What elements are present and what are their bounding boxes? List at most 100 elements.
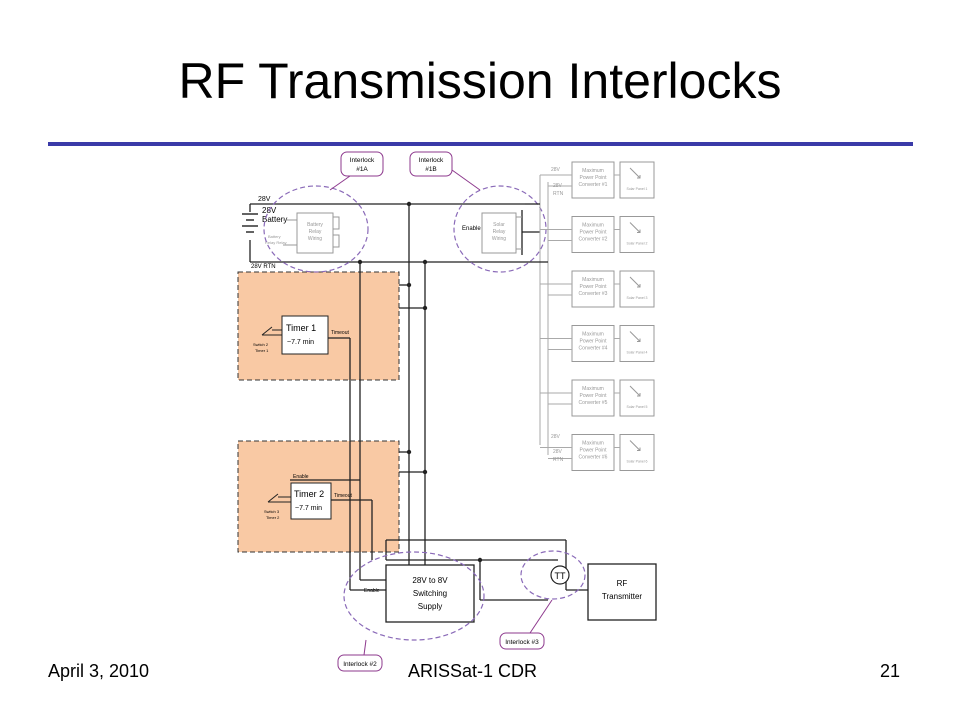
solar-panel-arrow-icon <box>629 276 641 288</box>
solar-panel-box <box>619 216 655 253</box>
solar-panel-box <box>619 379 655 417</box>
solar-panel-arrow-icon <box>629 385 641 397</box>
mppt-top-label3: RTN <box>553 191 564 197</box>
solar-panel-label: Solar Panel 2 <box>626 242 647 246</box>
battery-symbol <box>242 213 258 233</box>
slide-title: RF Transmission Interlocks <box>178 53 782 109</box>
mppt-line1: Maximum <box>582 168 604 174</box>
bus-28v-label: 28V <box>258 196 271 203</box>
solar-panel-box <box>619 270 655 308</box>
mppt-converter-box <box>571 379 615 417</box>
timer1-timeout: Timeout <box>331 330 349 336</box>
interlock-2-callout <box>337 654 383 672</box>
solar-panel-box <box>619 325 655 362</box>
solar-panel-box <box>619 434 655 471</box>
switching-supply-box <box>385 564 475 623</box>
battery-label-line2: Battery <box>262 215 287 224</box>
title-rule <box>48 142 913 146</box>
mppt-line1: Maximum <box>582 277 604 283</box>
timer1-box <box>281 315 329 355</box>
timer2-switch-line1: Switch 3 <box>264 509 280 514</box>
timer2-timeout: Timeout <box>334 493 352 499</box>
mppt-line2: Power Point <box>580 284 608 290</box>
mppt-converter-box <box>571 270 615 308</box>
mppt-line2: Power Point <box>580 393 608 399</box>
solar-relay-line2: Relay <box>493 229 506 235</box>
timer2-name: Timer 2 <box>294 489 324 499</box>
mppt-bottom-label2: 28V <box>553 449 563 455</box>
solar-relay-line1: Solar <box>493 222 505 228</box>
timer2-box <box>290 482 332 520</box>
mppt-line1: Maximum <box>582 386 604 392</box>
supply-enable: Enable <box>364 588 380 594</box>
footer-date: April 3, 2010 <box>48 661 150 681</box>
interlock-1b-line1: Interlock <box>419 157 444 164</box>
mppt-converter-box <box>571 216 615 253</box>
solar-panel-arrow-icon <box>629 440 641 451</box>
interlock-1a-callout <box>340 151 384 177</box>
footer-page-number: 21 <box>880 661 901 681</box>
solar-panel-box <box>619 161 655 199</box>
solar-enable-label: Enable <box>462 226 481 232</box>
bus-wiring <box>249 203 588 601</box>
rf-line2: Transmitter <box>602 592 642 601</box>
timer1-switch-line2: Timer 1 <box>255 348 269 353</box>
mppt-line1: Maximum <box>582 441 604 447</box>
interlock-1b-callout <box>409 151 453 177</box>
mppt-line1: Maximum <box>582 223 604 229</box>
footer-center: ARISSat-1 CDR <box>408 661 538 681</box>
timer2-time: ~7.7 min <box>295 505 322 512</box>
mppt-top-label2: 28V <box>553 183 563 189</box>
interlock-3-label: Interlock #3 <box>505 639 539 646</box>
solar-panel-arrow-icon <box>629 167 641 179</box>
timer1-name: Timer 1 <box>286 323 316 333</box>
interlock-2-circle <box>343 551 485 641</box>
rf-relay-mark: TT <box>555 571 566 581</box>
mppt-top-label1: 28V <box>551 167 561 173</box>
mppt-line2: Power Point <box>580 448 608 454</box>
rf-transmitter-box <box>587 563 657 621</box>
mppt-converter-box <box>571 434 615 471</box>
bus-28v-rtn-label: 28V RTN <box>251 264 276 270</box>
battery-relay-line3: Wiring <box>308 236 322 242</box>
interlock-3-circle <box>520 550 586 600</box>
mppt-converter-label: Converter #6 <box>579 455 608 461</box>
solar-panel-label: Solar Panel 6 <box>626 460 647 464</box>
mppt-converter-label: Converter #2 <box>579 237 608 243</box>
rf-line1: RF <box>617 579 628 588</box>
interlock-1a-line2: #1A <box>356 166 368 173</box>
timer2-switch-line2: Timer 2 <box>266 515 280 520</box>
mppt-converter-box <box>571 325 615 362</box>
battery-relay-line1: Battery <box>307 222 323 228</box>
supply-line1: 28V to 8V <box>412 576 448 585</box>
battery-relay-box <box>296 212 334 254</box>
solar-panel-label: Solar Panel 3 <box>626 296 647 300</box>
mppt-converter-box <box>571 161 615 199</box>
interlock-1a-line1: Interlock <box>350 157 375 164</box>
interlock-3-callout <box>499 632 545 650</box>
solar-panel-arrow-icon <box>629 331 641 342</box>
mppt-converter-label: Converter #3 <box>579 291 608 297</box>
mppt-converter-label: Converter #4 <box>579 346 608 352</box>
timer1-time: ~7.7 min <box>287 339 314 346</box>
timer1-switch-line1: Switch 2 <box>253 342 269 347</box>
mppt-bottom-label3: RTN <box>553 457 564 463</box>
solar-panel-label: Solar Panel 5 <box>626 405 647 409</box>
mppt-bottom-label1: 28V <box>551 434 561 440</box>
battery-side-line2: Relay Relay <box>265 240 287 245</box>
mppt-converter-label: Converter #5 <box>579 400 608 406</box>
rf-relay-symbol <box>550 565 570 585</box>
interlock-2-label: Interlock #2 <box>343 661 377 668</box>
battery-relay-line2: Relay <box>309 229 322 235</box>
solar-panel-label: Solar Panel 4 <box>626 351 647 355</box>
mppt-line2: Power Point <box>580 230 608 236</box>
mppt-line2: Power Point <box>580 175 608 181</box>
solar-panel-arrow-icon <box>629 222 641 233</box>
supply-line3: Supply <box>418 602 442 611</box>
timer2-enable: Enable <box>293 474 309 480</box>
solar-relay-line3: Wiring <box>492 236 506 242</box>
supply-line2: Switching <box>413 589 447 598</box>
solar-relay-box <box>481 212 517 254</box>
